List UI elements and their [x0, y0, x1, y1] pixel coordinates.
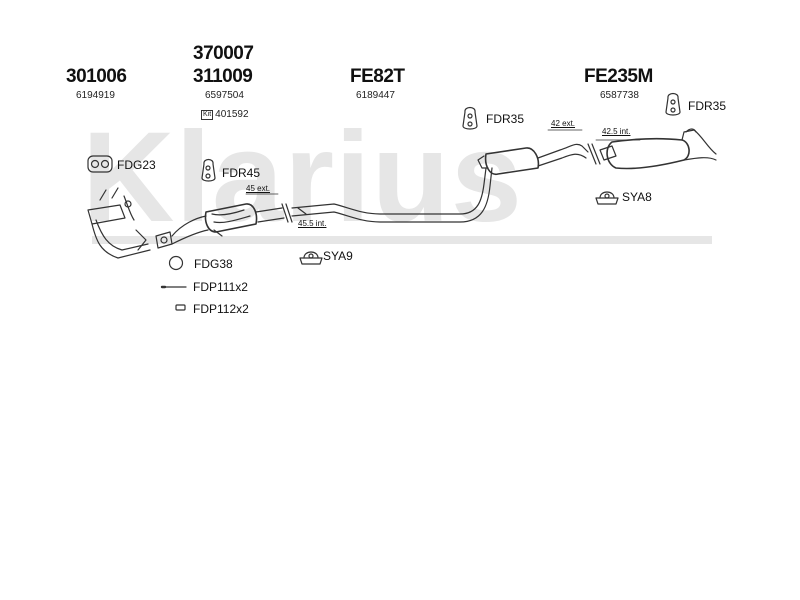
- catalytic-converter-311009: [171, 203, 285, 245]
- joint-clamp-rear: [547, 129, 641, 165]
- fitting-label-sya8: SYA8: [622, 190, 652, 204]
- gasket-fdg38-icon: [168, 255, 184, 271]
- oem-number-6597504: 6597504: [205, 90, 244, 101]
- oem-number-6194919: 6194919: [76, 90, 115, 101]
- part-number-fe235m: FE235M: [584, 66, 653, 87]
- dimension-45-ext: 45 ext.: [246, 184, 271, 193]
- rubber-fdr35-icon: [462, 106, 478, 130]
- fitting-label-fdp112: FDP112x2: [193, 302, 249, 316]
- part-number-fe82t: FE82T: [350, 66, 405, 87]
- joint-clamp-front: [245, 193, 293, 223]
- klarius-watermark: Klarius: [82, 106, 523, 249]
- fitting-label-fdg23: FDG23: [117, 158, 156, 172]
- kit-icon: Kit: [201, 110, 214, 120]
- fitting-label-fdr35-right: FDR35: [688, 99, 727, 113]
- gasket-fdg23-icon: [87, 155, 113, 173]
- fitting-label-sya9: SYA9: [323, 249, 353, 263]
- watermark-underline: [92, 236, 712, 244]
- rubber-fdr35-right-icon: [665, 92, 681, 116]
- dimension-42-5-int: 42.5 int.: [602, 127, 631, 136]
- rubber-fdr45-icon: [201, 158, 216, 182]
- fitting-label-fdr35-left: FDR35: [486, 112, 525, 126]
- intermediate-pipe-fe82t: [291, 167, 493, 223]
- downpipe-301006: [87, 187, 151, 259]
- kit-number-value: 401592: [215, 109, 249, 120]
- pin-fdp112-icon: [175, 304, 186, 311]
- part-number-370007: 370007: [193, 43, 254, 64]
- dimension-42-ext: 42 ext.: [551, 119, 576, 128]
- oem-number-6587738: 6587738: [600, 90, 639, 101]
- part-number-311009: 311009: [193, 66, 253, 87]
- oem-number-6189447: 6189447: [356, 90, 395, 101]
- mounting-clamp-sya8-icon: [595, 191, 619, 205]
- fitting-label-fdg38: FDG38: [194, 257, 233, 271]
- dimension-45-5-int: 45.5 int.: [298, 219, 327, 228]
- mounting-clamp-sya9-icon: [299, 251, 323, 265]
- part-number-301006: 301006: [66, 66, 127, 87]
- flange-311009: [155, 231, 173, 249]
- rear-silencer-fe235m: [599, 128, 717, 170]
- fitting-label-fdp111: FDP111x2: [193, 280, 248, 294]
- centre-silencer-fe82t: [477, 143, 589, 176]
- fitting-label-fdr45: FDR45: [222, 166, 261, 180]
